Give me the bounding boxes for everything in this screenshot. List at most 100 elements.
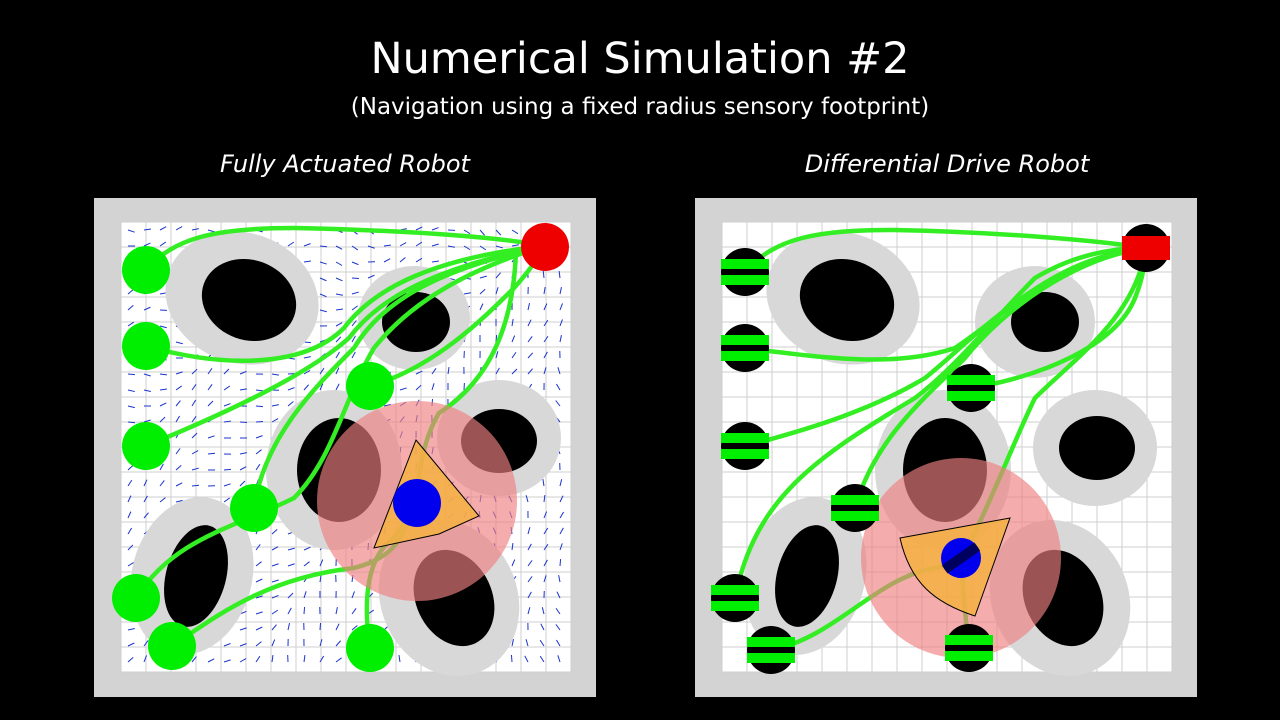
vector-arrow — [207, 400, 214, 407]
vector-arrow — [335, 383, 340, 391]
start-point — [721, 248, 769, 296]
vector-arrow — [367, 274, 375, 279]
vector-arrow — [495, 229, 502, 236]
vector-arrow — [415, 257, 423, 263]
vector-arrow — [559, 479, 563, 487]
vector-arrow — [557, 655, 561, 663]
vector-arrow — [543, 319, 549, 327]
vector-arrow — [191, 450, 199, 455]
robot-body — [393, 479, 441, 527]
path-6 — [133, 243, 547, 601]
vector-arrow — [335, 261, 343, 266]
vector-arrow — [431, 383, 435, 391]
simulation-canvas-fully-actuated — [94, 198, 596, 697]
vector-arrow — [495, 351, 499, 359]
vector-arrow — [351, 351, 356, 359]
vector-arrow — [543, 527, 549, 535]
vector-arrow — [555, 624, 561, 631]
vector-arrow — [207, 367, 213, 375]
vector-arrow — [335, 607, 338, 615]
vector-arrow — [303, 546, 311, 551]
vector-arrow — [143, 419, 151, 423]
vector-arrow — [351, 625, 358, 631]
start-point-band — [831, 511, 879, 521]
start-positions — [711, 248, 995, 674]
vector-arrow — [524, 655, 529, 663]
vector-arrow — [255, 435, 263, 439]
vector-arrow — [271, 579, 279, 583]
vector-arrow — [271, 546, 279, 551]
vector-arrow — [351, 320, 357, 327]
vector-arrow — [415, 370, 423, 375]
vector-arrow — [255, 420, 264, 423]
vector-arrow — [175, 371, 183, 375]
vector-arrow — [127, 229, 135, 233]
vector-arrow — [543, 494, 546, 503]
vector-arrow — [542, 479, 545, 487]
vector-arrow — [271, 418, 279, 423]
vector-arrow — [303, 561, 310, 567]
vector-arrow — [255, 389, 264, 392]
start-point-outline — [947, 364, 995, 412]
vector-arrow — [415, 226, 423, 231]
vector-arrow — [127, 642, 135, 647]
vector-arrow — [335, 308, 343, 311]
vector-arrow — [207, 452, 216, 455]
vector-arrow — [319, 293, 327, 298]
vector-arrow — [399, 257, 406, 263]
simulation-canvas-differential-drive — [695, 198, 1197, 697]
vector-arrow — [558, 575, 561, 583]
obstacle — [1011, 292, 1079, 352]
vector-arrow — [495, 287, 499, 295]
vector-arrow — [159, 497, 166, 503]
vector-arrow — [159, 226, 167, 231]
vector-arrow — [191, 416, 197, 423]
vector-arrow — [255, 611, 263, 615]
vector-arrow — [223, 483, 231, 487]
vector-arrow — [207, 435, 215, 439]
vector-arrow — [143, 479, 148, 487]
vector-arrow — [559, 527, 564, 535]
vector-arrow — [239, 658, 247, 663]
vector-arrow — [447, 367, 450, 375]
start-point — [230, 484, 278, 532]
vector-arrow — [127, 561, 135, 567]
vector-arrow — [127, 527, 133, 535]
vector-arrow — [223, 659, 231, 663]
vector-arrow — [271, 373, 279, 376]
vector-arrow — [127, 464, 134, 471]
vector-arrow — [556, 591, 561, 599]
start-point — [122, 422, 170, 470]
vector-arrow — [223, 420, 232, 423]
vector-arrow — [255, 463, 261, 471]
vector-arrow — [143, 389, 151, 392]
vector-arrow — [463, 229, 471, 235]
vector-arrow — [239, 421, 248, 424]
vector-arrow — [415, 384, 422, 391]
vector-arrow — [127, 389, 135, 393]
simulation-panel-fully-actuated — [94, 198, 596, 697]
vector-arrow — [479, 288, 486, 295]
vector-arrow — [527, 560, 533, 567]
vector-arrow — [319, 559, 324, 567]
vector-arrow — [159, 373, 168, 376]
start-point-band — [721, 351, 769, 361]
vector-arrow — [191, 368, 198, 375]
vector-arrow — [127, 405, 135, 409]
vector-arrow — [207, 658, 215, 663]
start-point — [747, 626, 795, 674]
vector-arrow — [558, 270, 561, 279]
simulation-panel-differential-drive — [695, 198, 1197, 697]
vector-arrow — [255, 626, 263, 631]
vector-arrow — [271, 654, 274, 663]
vector-arrow — [127, 479, 133, 487]
vector-arrow — [271, 404, 279, 407]
vector-arrow — [543, 543, 549, 551]
vector-arrow — [525, 639, 529, 647]
start-point-outline — [711, 574, 759, 622]
vector-arrow — [287, 241, 295, 247]
vector-arrow — [511, 335, 516, 343]
robot-body — [941, 538, 981, 578]
vector-arrow — [479, 303, 484, 311]
vector-arrow — [303, 654, 306, 663]
